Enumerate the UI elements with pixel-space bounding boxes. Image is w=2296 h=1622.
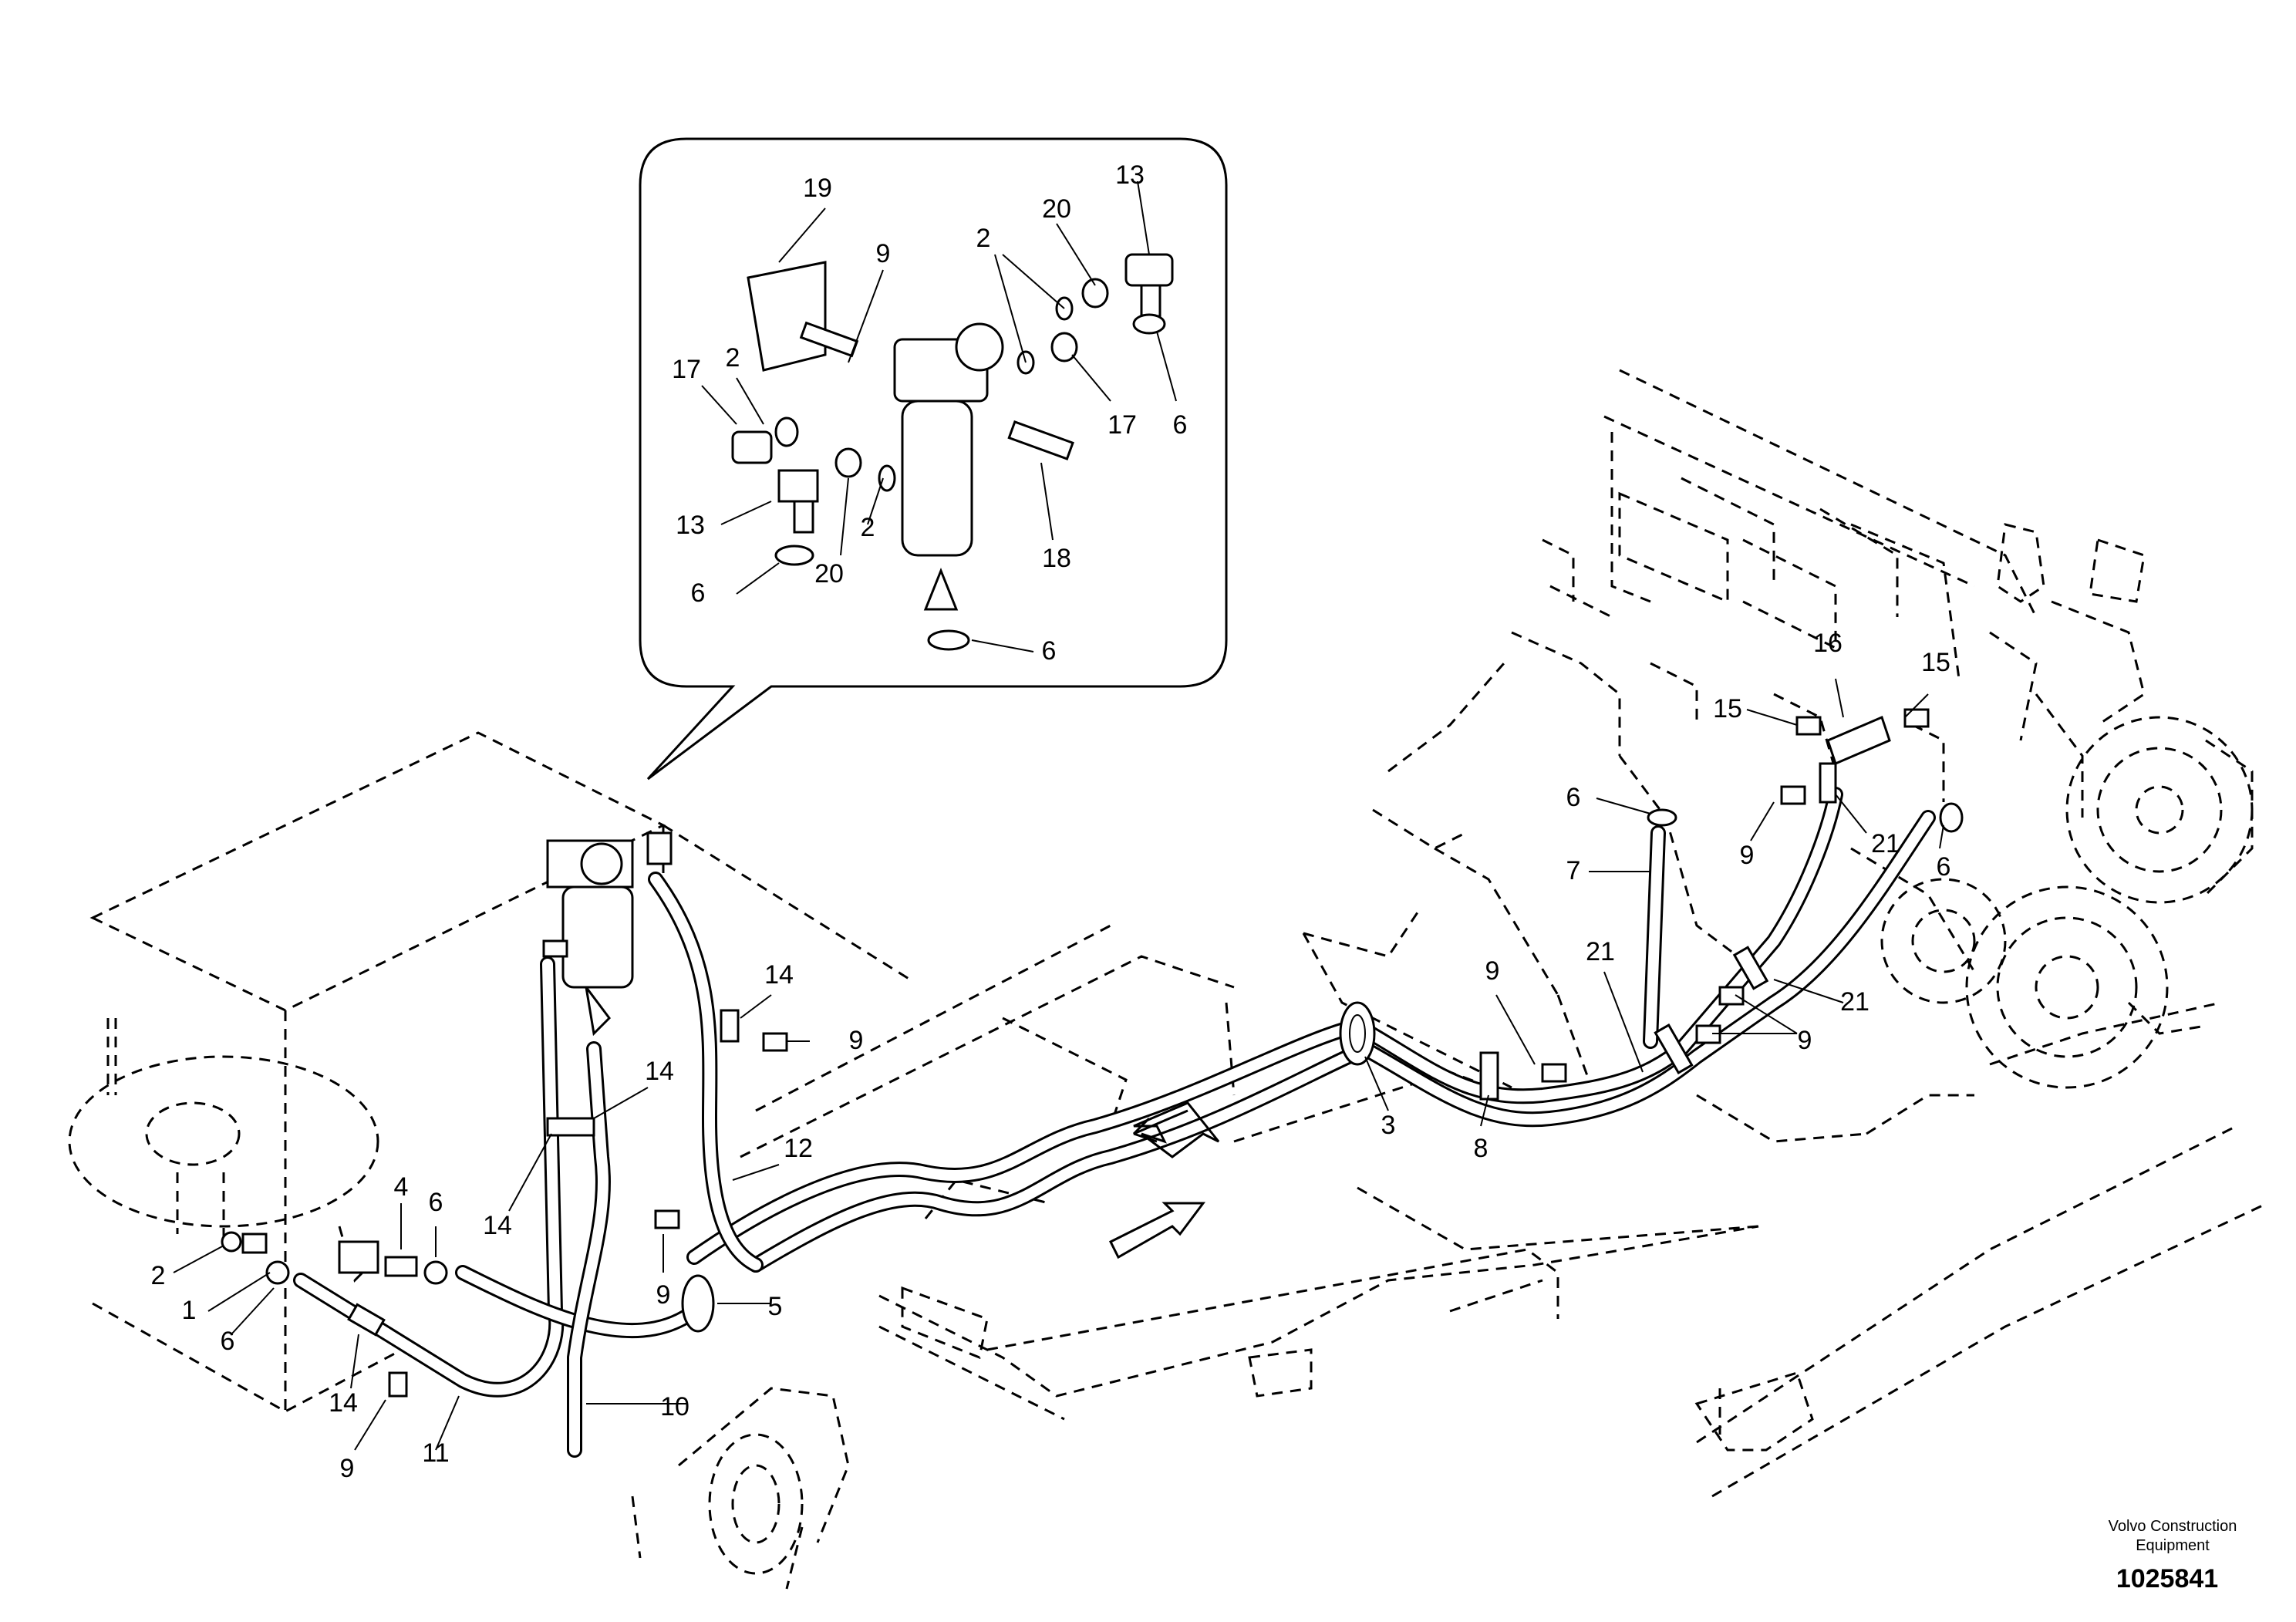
callout-9: 9 bbox=[1740, 841, 1755, 870]
callout-14: 14 bbox=[645, 1057, 674, 1086]
callout-9: 9 bbox=[340, 1454, 355, 1483]
fuel-filter-main bbox=[542, 831, 673, 1037]
callout-2: 2 bbox=[976, 224, 991, 253]
main-callout-numbers: 16 15 15 6 7 9 21 6 9 21 21 9 14 9 14 12… bbox=[151, 629, 1951, 1483]
flow-arrows bbox=[1108, 1101, 1220, 1259]
callout-6: 6 bbox=[1566, 783, 1581, 812]
callout-3: 3 bbox=[1381, 1111, 1396, 1140]
callout-21: 21 bbox=[1586, 937, 1615, 966]
callout-19: 19 bbox=[803, 174, 832, 203]
callout-16: 16 bbox=[1813, 629, 1843, 658]
callout-21: 21 bbox=[1871, 829, 1900, 858]
fuel-hoses bbox=[293, 787, 1936, 1458]
detail-callout-numbers: 19 9 2 17 13 6 20 2 2 20 13 17 6 18 6 bbox=[672, 160, 1187, 666]
callout-11: 11 bbox=[422, 1438, 449, 1468]
callout-5: 5 bbox=[768, 1292, 783, 1321]
callout-10: 10 bbox=[660, 1392, 689, 1421]
callout-12: 12 bbox=[784, 1134, 813, 1163]
callout-9: 9 bbox=[876, 239, 891, 268]
hose-clamps bbox=[347, 762, 1837, 1337]
callout-17: 17 bbox=[672, 355, 701, 384]
callout-15: 15 bbox=[1921, 648, 1950, 677]
callout-9: 9 bbox=[1485, 956, 1500, 986]
callout-9: 9 bbox=[1798, 1026, 1812, 1055]
machine-frame-phantom-lines bbox=[68, 731, 2268, 1590]
tank-fittings bbox=[221, 1231, 448, 1285]
callout-7: 7 bbox=[1566, 856, 1581, 885]
callout-2: 2 bbox=[861, 513, 875, 542]
callout-20: 20 bbox=[1042, 194, 1071, 224]
callout-17: 17 bbox=[1108, 410, 1137, 440]
callout-21: 21 bbox=[1840, 987, 1870, 1017]
leader-lines bbox=[173, 180, 1944, 1451]
detail-inset bbox=[639, 137, 1228, 781]
callout-14: 14 bbox=[483, 1211, 512, 1240]
callout-6: 6 bbox=[429, 1188, 443, 1217]
callout-14: 14 bbox=[764, 960, 794, 990]
callout-2: 2 bbox=[151, 1261, 166, 1290]
publisher-line-1: Volvo Construction bbox=[2109, 1518, 2237, 1535]
callout-6: 6 bbox=[691, 578, 706, 608]
callout-4: 4 bbox=[394, 1172, 409, 1202]
callout-9: 9 bbox=[656, 1280, 671, 1310]
callout-9: 9 bbox=[849, 1026, 864, 1055]
callout-1: 1 bbox=[182, 1296, 197, 1325]
callout-8: 8 bbox=[1474, 1134, 1489, 1163]
callout-13: 13 bbox=[1115, 160, 1145, 190]
callout-2: 2 bbox=[726, 343, 740, 373]
callout-6: 6 bbox=[221, 1327, 235, 1356]
figure-footer: Volvo Construction Equipment 1025841 bbox=[2109, 1518, 2237, 1593]
callout-18: 18 bbox=[1042, 544, 1071, 573]
publisher-line-2: Equipment bbox=[2136, 1537, 2210, 1554]
callout-14: 14 bbox=[329, 1388, 358, 1418]
callout-13: 13 bbox=[676, 511, 705, 540]
callout-15: 15 bbox=[1713, 694, 1742, 723]
callout-6: 6 bbox=[1937, 852, 1951, 882]
callout-20: 20 bbox=[814, 559, 844, 588]
callout-6: 6 bbox=[1042, 636, 1057, 666]
callout-6: 6 bbox=[1173, 410, 1188, 440]
bolts bbox=[388, 708, 1964, 1398]
engine-phantom-outline bbox=[1372, 369, 2254, 1143]
figure-number: 1025841 bbox=[2116, 1564, 2218, 1593]
